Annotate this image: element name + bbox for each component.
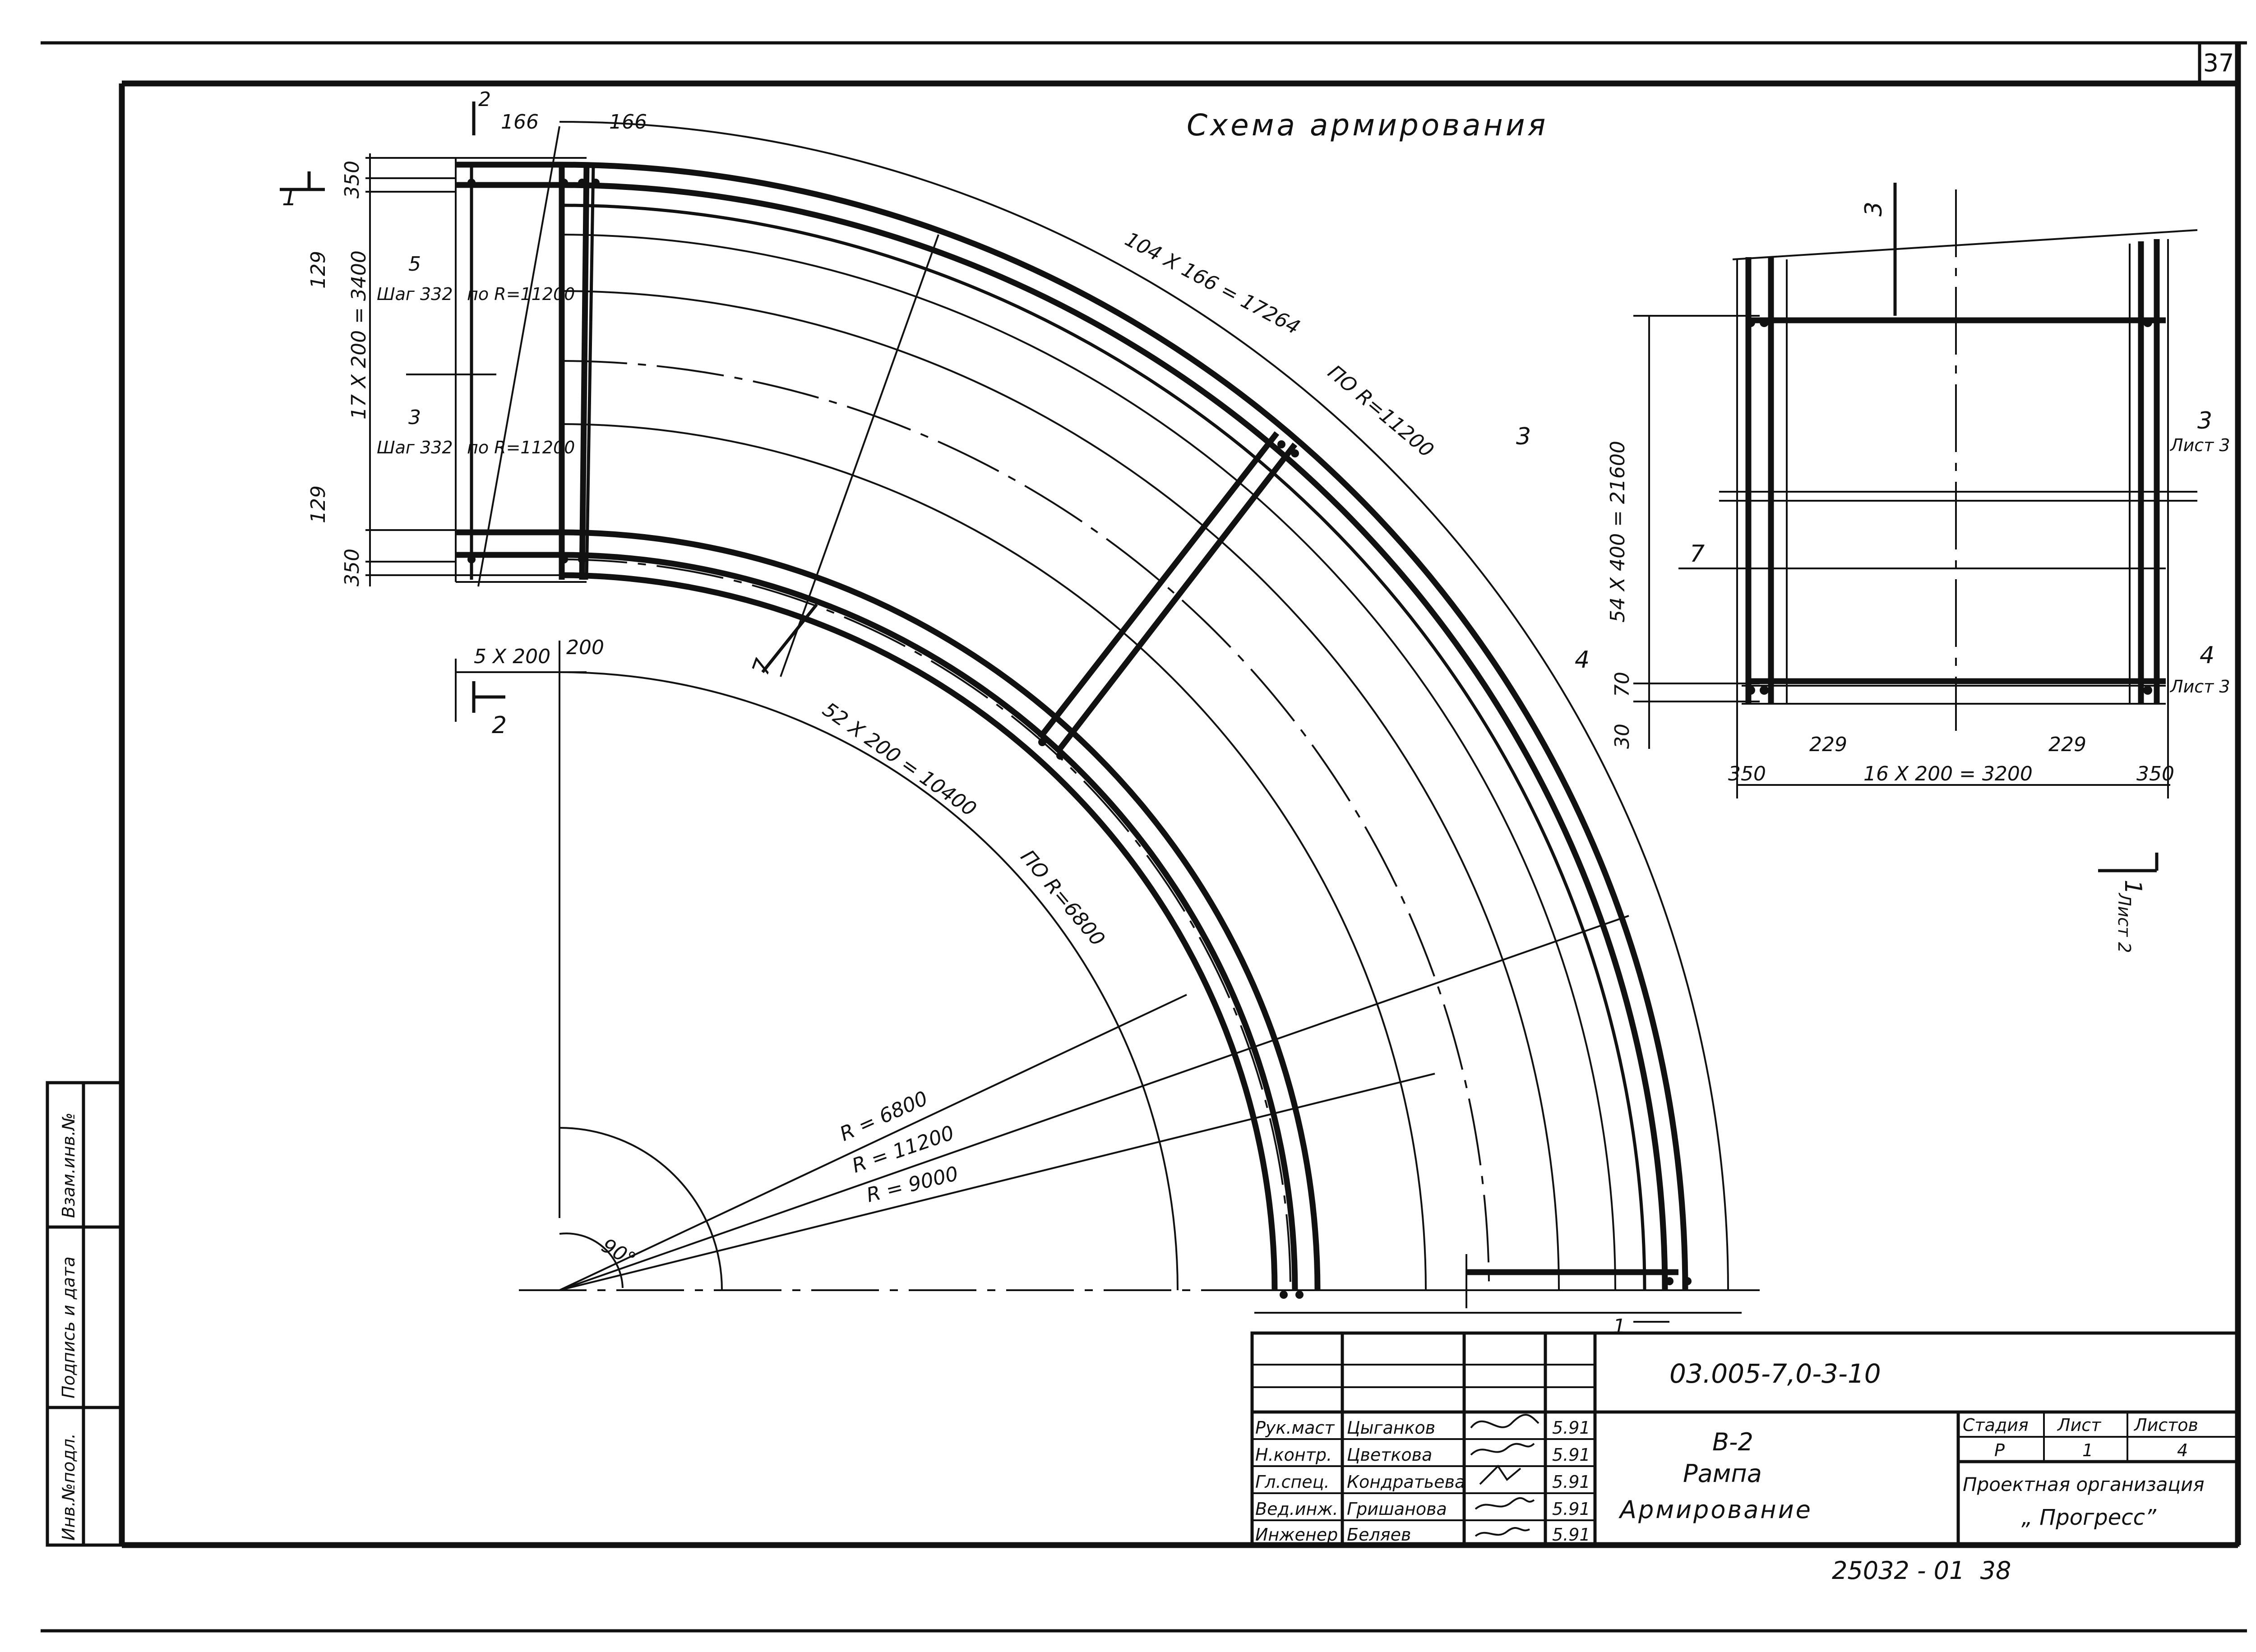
- dim-129-bot: 129: [307, 485, 330, 523]
- tb-name: Цветкова: [1347, 1445, 1432, 1465]
- bar-5-step: Шаг 332: [377, 284, 453, 304]
- tb-role: Н.контр.: [1255, 1445, 1332, 1465]
- title-block: [1250, 1331, 2240, 1547]
- tb-name: Цыганков: [1347, 1418, 1435, 1438]
- page-number: 37: [2203, 49, 2234, 77]
- section-2-top: 2: [478, 88, 491, 111]
- tb-stage-header: Стадия: [1963, 1415, 2029, 1435]
- dim-166-right: 166: [609, 111, 647, 134]
- tb-sheets-value: 4: [2177, 1440, 2188, 1460]
- tb-date: 5.91: [1552, 1472, 1590, 1492]
- side-dim-30: 30: [1611, 724, 1634, 749]
- strip-vzam-inv: Взам.инв.№: [59, 1112, 79, 1218]
- tb-name: Кондратьева: [1347, 1472, 1465, 1492]
- tb-role: Рук.маст: [1255, 1418, 1335, 1438]
- side-section-4-right: 4: [2200, 642, 2214, 669]
- side-dim-350-right: 350: [2136, 762, 2174, 785]
- outer-arc-radius: ПО R=11200: [1323, 360, 1438, 462]
- outer-arc-dim: 104 X 166 = 17264: [1121, 228, 1304, 339]
- tb-name: Гришанова: [1347, 1499, 1447, 1519]
- tb-role: Инженер: [1255, 1525, 1338, 1545]
- dim-166-left: 166: [501, 111, 539, 134]
- side-dim-229-left: 229: [1809, 733, 1847, 756]
- sheet-frame: [41, 41, 2247, 1633]
- archive-number: 25032 - 01 38: [1832, 1556, 2011, 1585]
- side-dim-229-right: 229: [2048, 733, 2086, 756]
- bar-5-radius: по R=11200: [467, 284, 575, 304]
- left-strip: [46, 1081, 124, 1547]
- side-section-3-right: 3: [2197, 407, 2212, 434]
- bar-3-label: 3: [408, 406, 421, 429]
- tb-sheet-value: 1: [2082, 1440, 2093, 1460]
- side-dim-70: 70: [1611, 672, 1634, 697]
- side-dim-54x400: 54 X 400 = 21600: [1606, 441, 1629, 623]
- inner-arc-radius: ПО R=6800: [1016, 845, 1110, 951]
- bar-3-radius: по R=11200: [467, 438, 575, 457]
- tb-date: 5.91: [1552, 1445, 1590, 1465]
- tb-name: Беляев: [1347, 1525, 1411, 1545]
- title-block-rows: Рук.маст Цыганков 5.91 Н.контр. Цветкова…: [1255, 1418, 1590, 1545]
- side-bar-7: 7: [1690, 540, 1705, 568]
- side-section-3-top: 3: [1860, 202, 1887, 217]
- dim-5x200: 5 X 200: [474, 645, 550, 668]
- tb-org-line2: „ Прогресс”: [2021, 1505, 2157, 1530]
- tb-role: Вед.инж.: [1255, 1499, 1338, 1519]
- strip-inv-podl: Инв.№подл.: [59, 1433, 79, 1541]
- tb-name-line3: Армирование: [1618, 1495, 1812, 1524]
- tb-sheet-header: Лист: [2057, 1415, 2102, 1435]
- strip-sign-date: Подпись и дата: [59, 1256, 79, 1398]
- tb-name-line2: Рампа: [1683, 1459, 1762, 1488]
- tb-sheets-header: Листов: [2133, 1415, 2198, 1435]
- side-list2: Лист 2: [2114, 892, 2134, 953]
- bar-3-step: Шаг 332: [377, 438, 453, 457]
- bar-5-label: 5: [408, 253, 421, 276]
- tb-name-line1: В-2: [1712, 1428, 1753, 1456]
- doc-code: 03.005-7,0-3-10: [1669, 1358, 1881, 1389]
- dim-17x200: 17 X 200 = 3400: [347, 250, 370, 420]
- dim-350-top: 350: [341, 161, 364, 198]
- side-view: [1633, 183, 2198, 872]
- dim-200: 200: [566, 636, 604, 659]
- side-list3-a: Лист 3: [2169, 435, 2230, 455]
- side-section-3-left: 3: [1516, 423, 1531, 450]
- section-2-bottom: 2: [492, 712, 507, 739]
- inner-arc-dim: 52 X 200 = 10400: [818, 698, 980, 821]
- tb-org-line1: Проектная организация: [1963, 1473, 2205, 1495]
- side-dim-16x200: 16 X 200 = 3200: [1863, 762, 2033, 785]
- tb-date: 5.91: [1552, 1418, 1590, 1438]
- side-list3-b: Лист 3: [2169, 677, 2230, 697]
- dim-129-top: 129: [307, 251, 330, 289]
- dim-350-bot: 350: [341, 549, 364, 586]
- side-dim-350-left: 350: [1728, 762, 1766, 785]
- angle-90: 90°: [598, 1234, 640, 1271]
- drawing-title: Схема армирования: [1187, 108, 1548, 143]
- side-section-1: 1: [2119, 880, 2146, 895]
- tb-date: 5.91: [1552, 1499, 1590, 1519]
- tb-stage-value: Р: [1994, 1440, 2005, 1460]
- tb-date: 5.91: [1552, 1525, 1590, 1545]
- section-1-marker: 1: [282, 184, 297, 211]
- main-plan: [280, 102, 1760, 1323]
- side-section-4-left: 4: [1575, 646, 1590, 674]
- tb-role: Гл.спец.: [1255, 1472, 1330, 1492]
